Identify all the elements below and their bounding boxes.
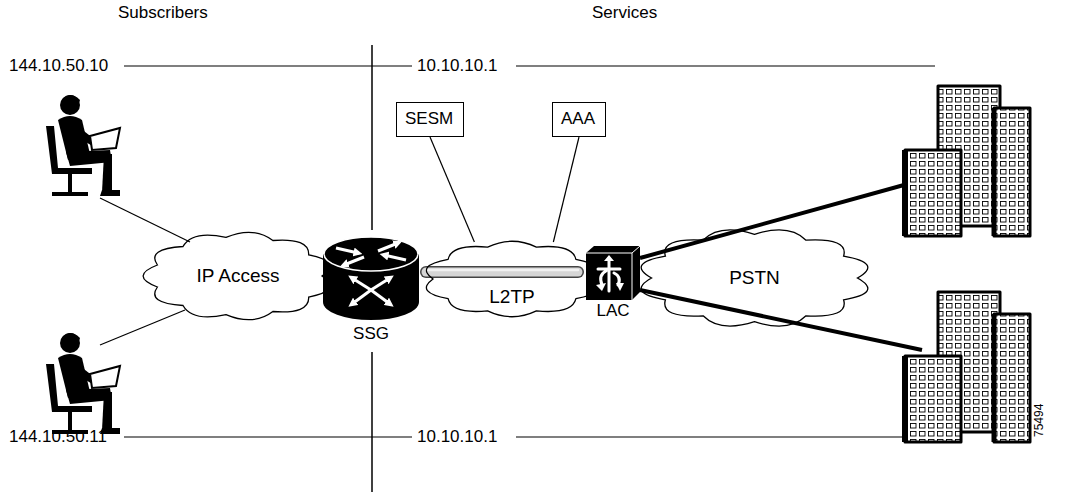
ip-address: 144.10.50.11 (9, 427, 107, 447)
box-label: SESM (405, 109, 455, 129)
device-label: SSG (353, 324, 389, 344)
network-cloud: L2TP (418, 236, 606, 322)
router-arrow (336, 248, 358, 253)
l2tp-tunnel (426, 270, 578, 272)
subscriber-figure (46, 95, 120, 196)
lac-body (586, 246, 640, 300)
lac-edge (586, 246, 640, 300)
router-arrow (352, 290, 371, 304)
section-heading: Services (592, 3, 657, 23)
trunk-line (640, 180, 922, 350)
connector-line (430, 137, 474, 242)
device-label: LAC (596, 301, 629, 321)
section-heading: Subscribers (118, 3, 208, 23)
figure-number: 75494 (1032, 404, 1046, 437)
address-line (124, 66, 935, 437)
router-arrow (378, 243, 398, 251)
cloud-outline (418, 236, 606, 322)
tunnel-highlight (426, 269, 578, 272)
connector-line (430, 137, 474, 242)
network-cloud: IP Access (138, 226, 338, 326)
tunnel-body (426, 268, 578, 277)
router-arrow (352, 278, 371, 290)
lac-glyph (596, 255, 624, 291)
connector-line (553, 137, 579, 242)
router-node: SSG (322, 232, 420, 344)
access-device: LAC (584, 245, 642, 321)
ip-address: 144.10.50.10 (9, 56, 108, 76)
tunnel-outline (426, 266, 578, 278)
cloud-label: IP Access (196, 265, 279, 287)
router-symbol (322, 232, 420, 324)
building (905, 86, 1030, 236)
network-cloud: PSTN (632, 222, 877, 334)
router-top (324, 237, 418, 271)
router-arrow (344, 257, 364, 265)
cloud-outline (426, 241, 597, 317)
router-arrow (371, 290, 390, 304)
router-arrow (384, 255, 406, 260)
box-label: AAA (561, 109, 597, 129)
cloud-outline (143, 232, 330, 319)
service-box: SESM (396, 102, 464, 137)
service-box: AAA (552, 102, 606, 137)
cloud-outline (641, 230, 868, 326)
cloud-label: L2TP (489, 286, 534, 308)
router-arrow (371, 278, 390, 290)
connector-line (553, 137, 579, 242)
cloud-label: PSTN (729, 267, 780, 289)
lac-symbol (584, 245, 642, 301)
ip-address: 10.10.10.1 (417, 427, 497, 447)
ip-address: 10.10.10.1 (417, 56, 497, 76)
